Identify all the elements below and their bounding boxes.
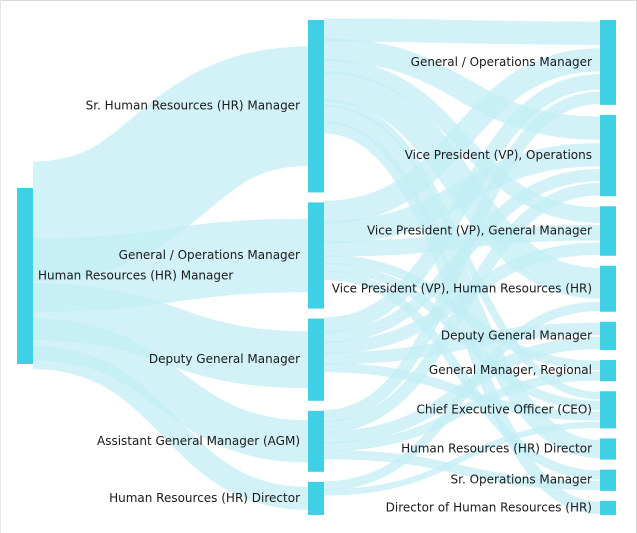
node-c2-deputy-general-manager[interactable] bbox=[600, 321, 616, 351]
node-c1-human-resources-hr-director[interactable] bbox=[308, 481, 324, 515]
node-c2-vice-president-vp-general-manager[interactable] bbox=[600, 206, 616, 256]
label-c2-vice-president-vp-human-resources-hr: Vice President (VP), Human Resources (HR… bbox=[332, 281, 592, 295]
node-c2-general-manager-regional[interactable] bbox=[600, 360, 616, 382]
node-c1-deputy-general-manager[interactable] bbox=[308, 318, 324, 401]
link-deputy-general-manager-to-general-operations-manager bbox=[323, 74, 601, 333]
link-general-operations-manager-to-chief-executive-officer-ceo bbox=[323, 262, 601, 411]
node-c2-general-operations-manager[interactable] bbox=[600, 20, 616, 105]
node-c2-chief-executive-officer-ceo[interactable] bbox=[600, 391, 616, 429]
label-c2-director-of-human-resources-hr: Director of Human Resources (HR) bbox=[386, 500, 592, 514]
link-assistant-general-manager-agm-to-general-manager-regional bbox=[323, 371, 601, 452]
link-human-resources-hr-director-to-vice-president-vp-human-resources-hr bbox=[323, 301, 601, 491]
link-general-operations-manager-to-general-operations-manager bbox=[323, 48, 601, 225]
link-human-resources-hr-director-to-chief-executive-officer-ceo bbox=[323, 421, 601, 496]
frame-top-border bbox=[0, 0, 637, 1]
node-c1-sr-human-resources-hr-manager[interactable] bbox=[308, 20, 324, 193]
link-sr-human-resources-hr-manager-to-vice-president-vp-operations bbox=[323, 38, 601, 140]
link-human-resources-hr-manager-to-sr-human-resources-hr-manager bbox=[30, 46, 311, 282]
label-c2-general-manager-regional: General Manager, Regional bbox=[429, 363, 592, 377]
link-deputy-general-manager-to-deputy-general-manager bbox=[323, 322, 601, 365]
nodes-layer bbox=[17, 20, 616, 515]
link-general-operations-manager-to-vice-president-vp-general-manager bbox=[323, 225, 601, 257]
link-assistant-general-manager-agm-to-sr-operations-manager bbox=[323, 449, 601, 491]
node-c2-sr-operations-manager[interactable] bbox=[600, 469, 616, 491]
link-human-resources-hr-manager-to-assistant-general-manager-agm bbox=[32, 318, 309, 463]
node-c2-vice-president-vp-operations[interactable] bbox=[600, 114, 616, 197]
node-c2-director-of-human-resources-hr[interactable] bbox=[600, 500, 616, 515]
label-c1-sr-human-resources-hr-manager: Sr. Human Resources (HR) Manager bbox=[86, 99, 300, 113]
label-c2-chief-executive-officer-ceo: Chief Executive Officer (CEO) bbox=[416, 402, 592, 416]
labels-layer: Human Resources (HR) Manager Sr. Human Re… bbox=[38, 55, 592, 514]
label-c2-human-resources-hr-director: Human Resources (HR) Director bbox=[401, 442, 592, 456]
label-c1-general-operations-manager: General / Operations Manager bbox=[119, 248, 300, 262]
label-c1-assistant-general-manager-agm: Assistant General Manager (AGM) bbox=[97, 434, 300, 448]
node-c1-assistant-general-manager-agm[interactable] bbox=[308, 410, 324, 472]
node-c2-human-resources-hr-director[interactable] bbox=[600, 438, 616, 460]
link-general-operations-manager-to-sr-operations-manager bbox=[323, 270, 601, 480]
label-c2-vice-president-vp-general-manager: Vice President (VP), General Manager bbox=[367, 224, 592, 238]
label-c2-vice-president-vp-operations: Vice President (VP), Operations bbox=[405, 148, 592, 162]
link-sr-human-resources-hr-manager-to-general-operations-manager bbox=[323, 18, 601, 45]
node-c0-human-resources-hr-manager[interactable] bbox=[17, 188, 33, 364]
label-c2-general-operations-manager: General / Operations Manager bbox=[411, 55, 592, 69]
label-c1-deputy-general-manager: Deputy General Manager bbox=[149, 352, 300, 366]
links-layer bbox=[30, 18, 601, 515]
label-c0-human-resources-hr-manager: Human Resources (HR) Manager bbox=[38, 269, 233, 283]
node-c2-vice-president-vp-human-resources-hr[interactable] bbox=[600, 265, 616, 312]
link-human-resources-hr-manager-to-human-resources-hr-director bbox=[32, 346, 309, 510]
frame-left-border bbox=[0, 0, 1, 533]
link-human-resources-hr-manager-to-deputy-general-manager bbox=[32, 283, 309, 389]
link-assistant-general-manager-agm-to-vice-president-vp-operations bbox=[323, 182, 601, 433]
node-c1-general-operations-manager[interactable] bbox=[308, 202, 324, 309]
label-c1-human-resources-hr-director: Human Resources (HR) Director bbox=[109, 491, 300, 505]
link-assistant-general-manager-agm-to-general-operations-manager bbox=[323, 91, 601, 423]
label-c2-deputy-general-manager: Deputy General Manager bbox=[441, 328, 592, 342]
link-human-resources-hr-manager-to-general-operations-manager bbox=[32, 218, 309, 313]
label-c2-sr-operations-manager: Sr. Operations Manager bbox=[451, 473, 593, 487]
